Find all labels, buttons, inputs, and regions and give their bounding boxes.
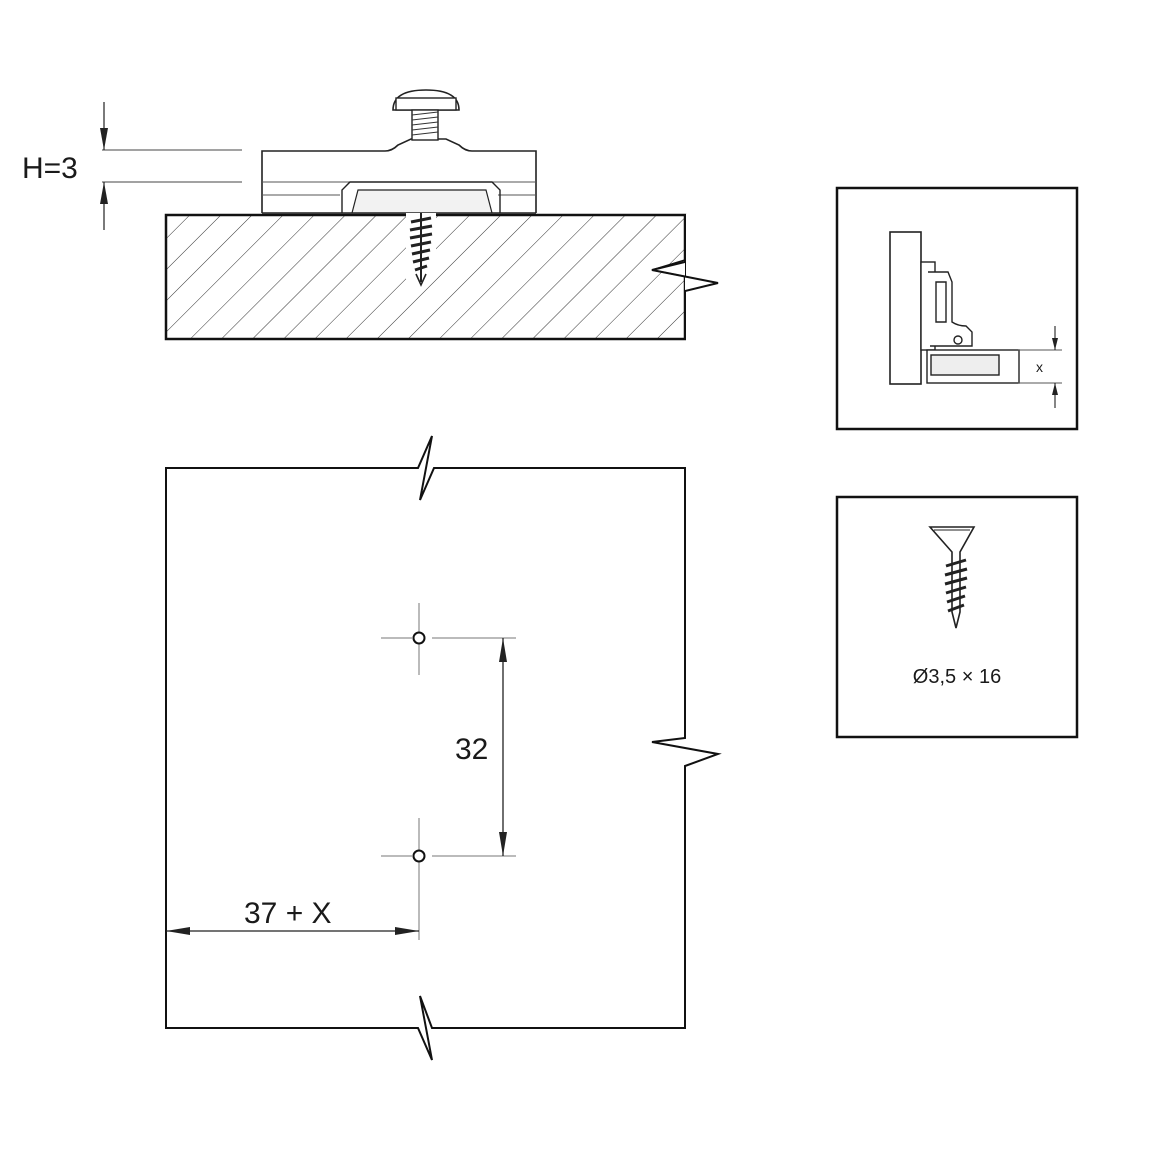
height-label: H=3 xyxy=(22,152,78,185)
hinge-detail-box: x xyxy=(835,186,1079,431)
drill-hole-bottom xyxy=(412,849,426,863)
screw-spec-label: Ø3,5 × 16 xyxy=(913,666,1001,688)
edge-distance-label: 37 + X xyxy=(244,897,332,930)
panel-outline xyxy=(165,435,722,1061)
hole-spacing-dimension: 32 xyxy=(455,638,507,856)
adjustment-screw xyxy=(392,89,460,141)
drilling-layout-view: 32 37 + X xyxy=(165,435,722,1061)
mounting-plate xyxy=(261,138,537,214)
hole-spacing-label: 32 xyxy=(455,733,488,766)
hinge-offset-dimension: x xyxy=(1018,326,1062,408)
drill-hole-top xyxy=(412,631,426,645)
screw-detail-box: Ø3,5 × 16 xyxy=(835,495,1079,739)
mounting-plate-section-view: H=3 xyxy=(22,89,726,341)
fixing-screw-in-board xyxy=(406,213,436,287)
edge-distance-dimension: 37 + X xyxy=(166,897,419,935)
hinge-offset-label: x xyxy=(1036,359,1043,375)
hole-centerlines xyxy=(381,603,516,940)
countersunk-screw-icon xyxy=(928,526,976,629)
hinge-drawing xyxy=(920,261,1020,384)
height-dimension: H=3 xyxy=(22,102,242,230)
